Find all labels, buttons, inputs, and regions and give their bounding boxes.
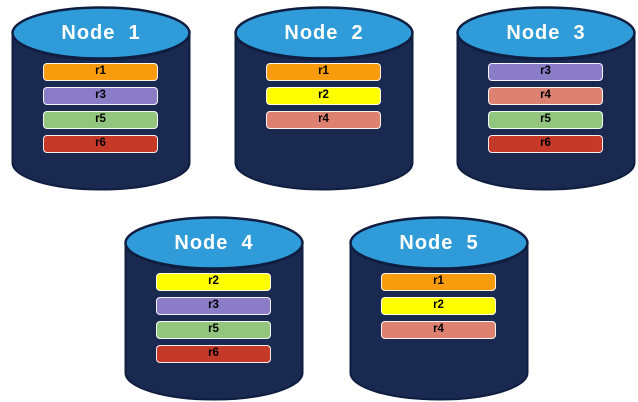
cylinder-top <box>456 6 636 60</box>
node-1: Node 1 r1 r3 r5 r6 <box>11 6 191 192</box>
replica-label: r5 <box>540 113 551 126</box>
node-2: Node 2 r1 r2 r4 <box>234 6 414 192</box>
node-label: Node 5 <box>399 231 479 254</box>
node-label: Node 4 <box>174 231 254 254</box>
node-label: Node 1 <box>61 21 141 44</box>
replica-label: r4 <box>433 323 444 336</box>
replica-label: r1 <box>95 65 106 78</box>
replica-bar-r4: r4 <box>381 321 496 339</box>
node-5: Node 5 r1 r2 r4 <box>349 216 529 402</box>
replica-label: r3 <box>540 65 551 78</box>
replica-bar-r3: r3 <box>156 297 271 315</box>
replica-bar-r2: r2 <box>381 297 496 315</box>
replica-label: r2 <box>433 299 444 312</box>
replica-label: r6 <box>540 137 551 150</box>
replica-bar-r4: r4 <box>488 87 603 105</box>
cylinder-top <box>11 6 191 60</box>
replica-bar-r2: r2 <box>266 87 381 105</box>
cylinder-top <box>349 216 529 270</box>
replica-bar-r6: r6 <box>156 345 271 363</box>
node-label: Node 2 <box>284 21 364 44</box>
replica-label: r3 <box>208 299 219 312</box>
replica-bar-r6: r6 <box>488 135 603 153</box>
replica-label: r4 <box>540 89 551 102</box>
replica-label: r5 <box>95 113 106 126</box>
replica-bar-r1: r1 <box>381 273 496 291</box>
replica-label: r4 <box>318 113 329 126</box>
replica-bar-r6: r6 <box>43 135 158 153</box>
replica-label: r1 <box>318 65 329 78</box>
replica-label: r3 <box>95 89 106 102</box>
replica-label: r1 <box>433 275 444 288</box>
cylinder-top <box>124 216 304 270</box>
replica-label: r2 <box>208 275 219 288</box>
replica-bar-r1: r1 <box>266 63 381 81</box>
replica-bar-r5: r5 <box>43 111 158 129</box>
replica-label: r2 <box>318 89 329 102</box>
replica-label: r6 <box>208 347 219 360</box>
replica-bar-r5: r5 <box>488 111 603 129</box>
node-3: Node 3 r3 r4 r5 r6 <box>456 6 636 192</box>
node-4: Node 4 r2 r3 r5 r6 <box>124 216 304 402</box>
replica-bar-r2: r2 <box>156 273 271 291</box>
replica-bar-r4: r4 <box>266 111 381 129</box>
replica-label: r5 <box>208 323 219 336</box>
replica-bar-r3: r3 <box>43 87 158 105</box>
replica-bar-r3: r3 <box>488 63 603 81</box>
cylinder-top <box>234 6 414 60</box>
replica-bar-r1: r1 <box>43 63 158 81</box>
replica-label: r6 <box>95 137 106 150</box>
node-label: Node 3 <box>506 21 586 44</box>
replica-bar-r5: r5 <box>156 321 271 339</box>
